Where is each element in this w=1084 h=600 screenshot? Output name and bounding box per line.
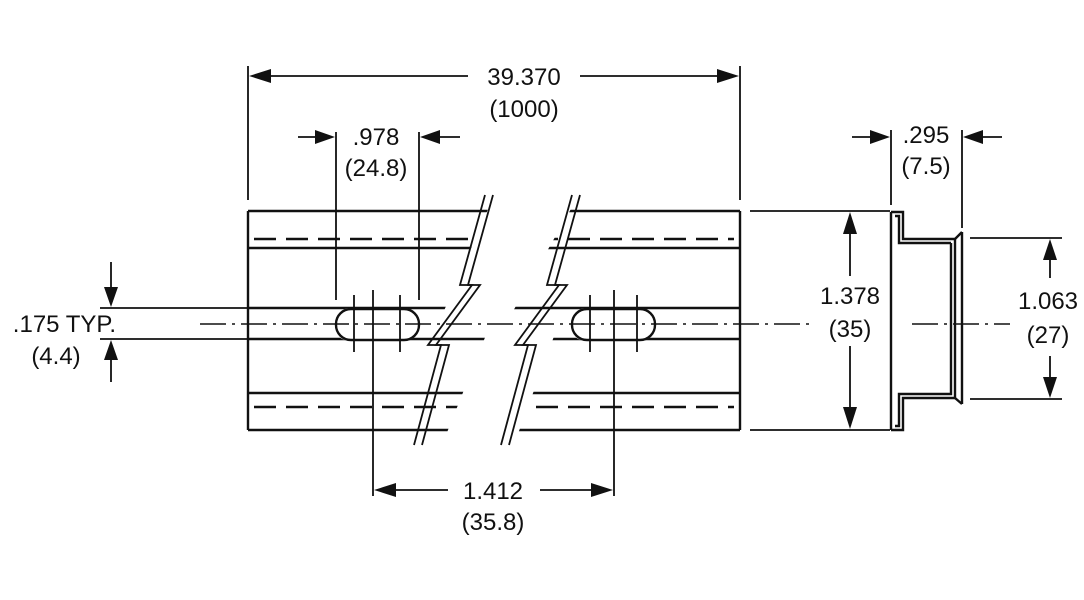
- dim-profile-height: 1.063 (27): [970, 237, 1078, 400]
- flange-thickness-value: .295: [903, 122, 950, 149]
- rail-height-metric: (35): [829, 316, 872, 343]
- slot-length-value: .978: [353, 124, 400, 151]
- dim-slot-length: .978 (24.8): [298, 124, 460, 300]
- break-line-right: [500, 194, 581, 446]
- slot-length-metric: (24.8): [345, 155, 408, 182]
- slot-pitch-value: 1.412: [463, 478, 523, 505]
- dim-flange-thickness: .295 (7.5): [852, 122, 1002, 228]
- rail-front-right: [508, 209, 740, 432]
- overall-length-value: 39.370: [487, 64, 560, 91]
- profile-height-metric: (27): [1027, 322, 1070, 349]
- dim-slot-width: .175 TYP. (4.4): [13, 262, 248, 382]
- dim-overall-length: 39.370 (1000): [247, 64, 741, 200]
- flange-thickness-metric: (7.5): [901, 153, 950, 180]
- break-line-left: [413, 194, 494, 446]
- profile-height-value: 1.063: [1018, 288, 1078, 315]
- dim-slot-pitch: 1.412 (35.8): [372, 352, 615, 536]
- slot-width-metric: (4.4): [31, 343, 80, 370]
- dim-rail-height: 1.378 (35): [750, 210, 890, 431]
- rail-front-left: [248, 209, 492, 432]
- rail-height-value: 1.378: [820, 283, 880, 310]
- slot-width-value: .175 TYP.: [13, 311, 116, 338]
- rail-profile: [889, 210, 964, 432]
- slot-pitch-metric: (35.8): [462, 509, 525, 536]
- overall-length-metric: (1000): [489, 96, 558, 123]
